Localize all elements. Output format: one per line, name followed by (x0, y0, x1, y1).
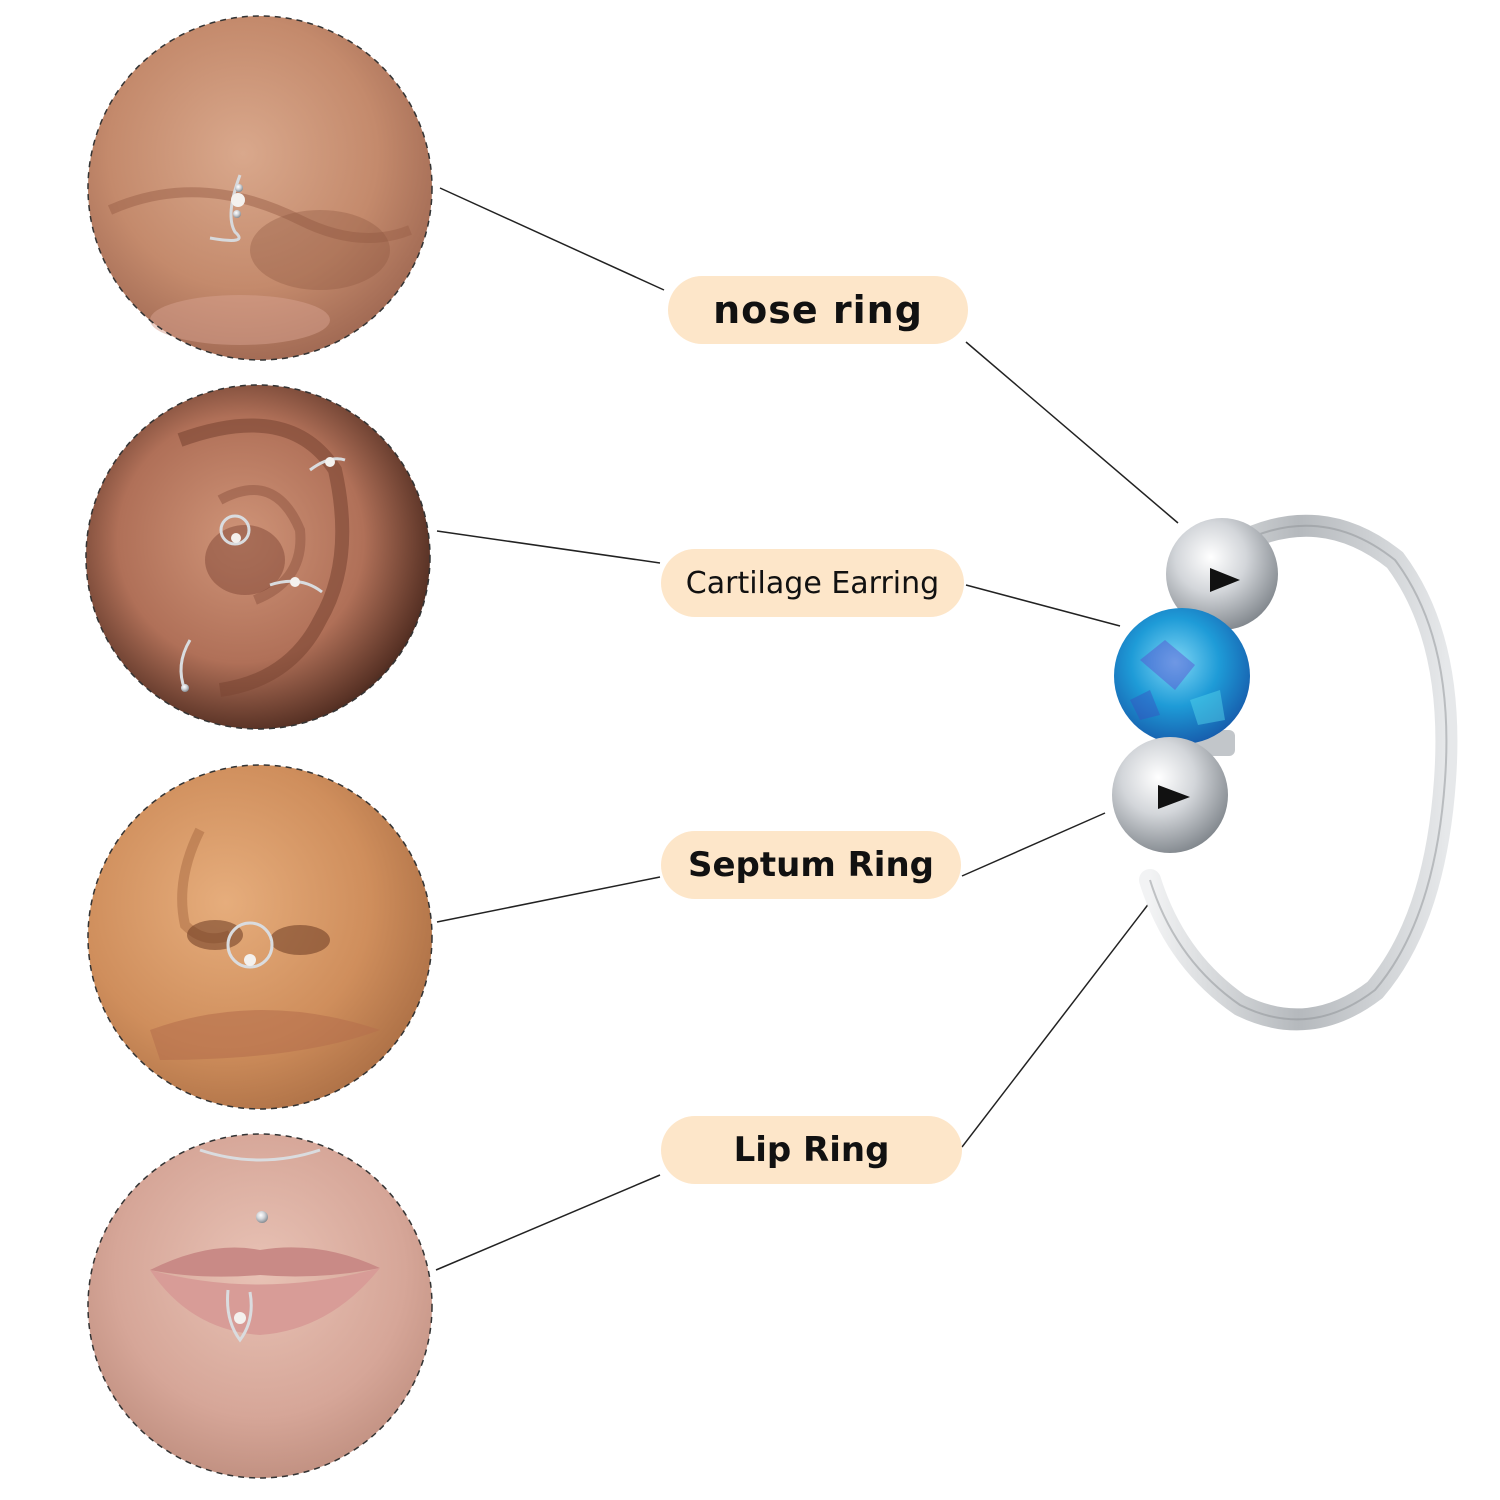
septum-ring-label: Septum Ring (661, 831, 961, 899)
connector-nose-left (439, 187, 665, 291)
medusa-stud (256, 1211, 268, 1223)
connector-septum-right (961, 812, 1106, 877)
connector-septum-left (436, 876, 661, 923)
septum-ring-photo (87, 764, 433, 1110)
daith-ring (219, 514, 251, 546)
connector-lip-left (435, 1174, 661, 1271)
lip-ring-photo (87, 1133, 433, 1479)
lip-ring-wire (226, 1289, 253, 1343)
product-hoop-ring (1112, 514, 1458, 1031)
cartilage-earring-photo (85, 384, 431, 730)
connector-lines (435, 187, 1179, 1271)
connector-cartilage-right (965, 584, 1121, 627)
nose-ring-opal (231, 193, 245, 207)
connector-cartilage-left (436, 530, 661, 564)
connector-nose-right (965, 341, 1179, 524)
nose-ring-label: nose ring (668, 276, 968, 344)
cartilage-earring-label: Cartilage Earring (661, 549, 964, 617)
nose-ring-photo (87, 15, 433, 361)
lip-ring-label: Lip Ring (661, 1116, 962, 1184)
connector-lip-right (961, 901, 1151, 1148)
upper-septum-ring (199, 1148, 321, 1162)
bottom-bead-arrow-icon (1158, 785, 1190, 809)
septum-ring-wire (226, 921, 274, 969)
top-bead-arrow-icon (1210, 568, 1240, 592)
